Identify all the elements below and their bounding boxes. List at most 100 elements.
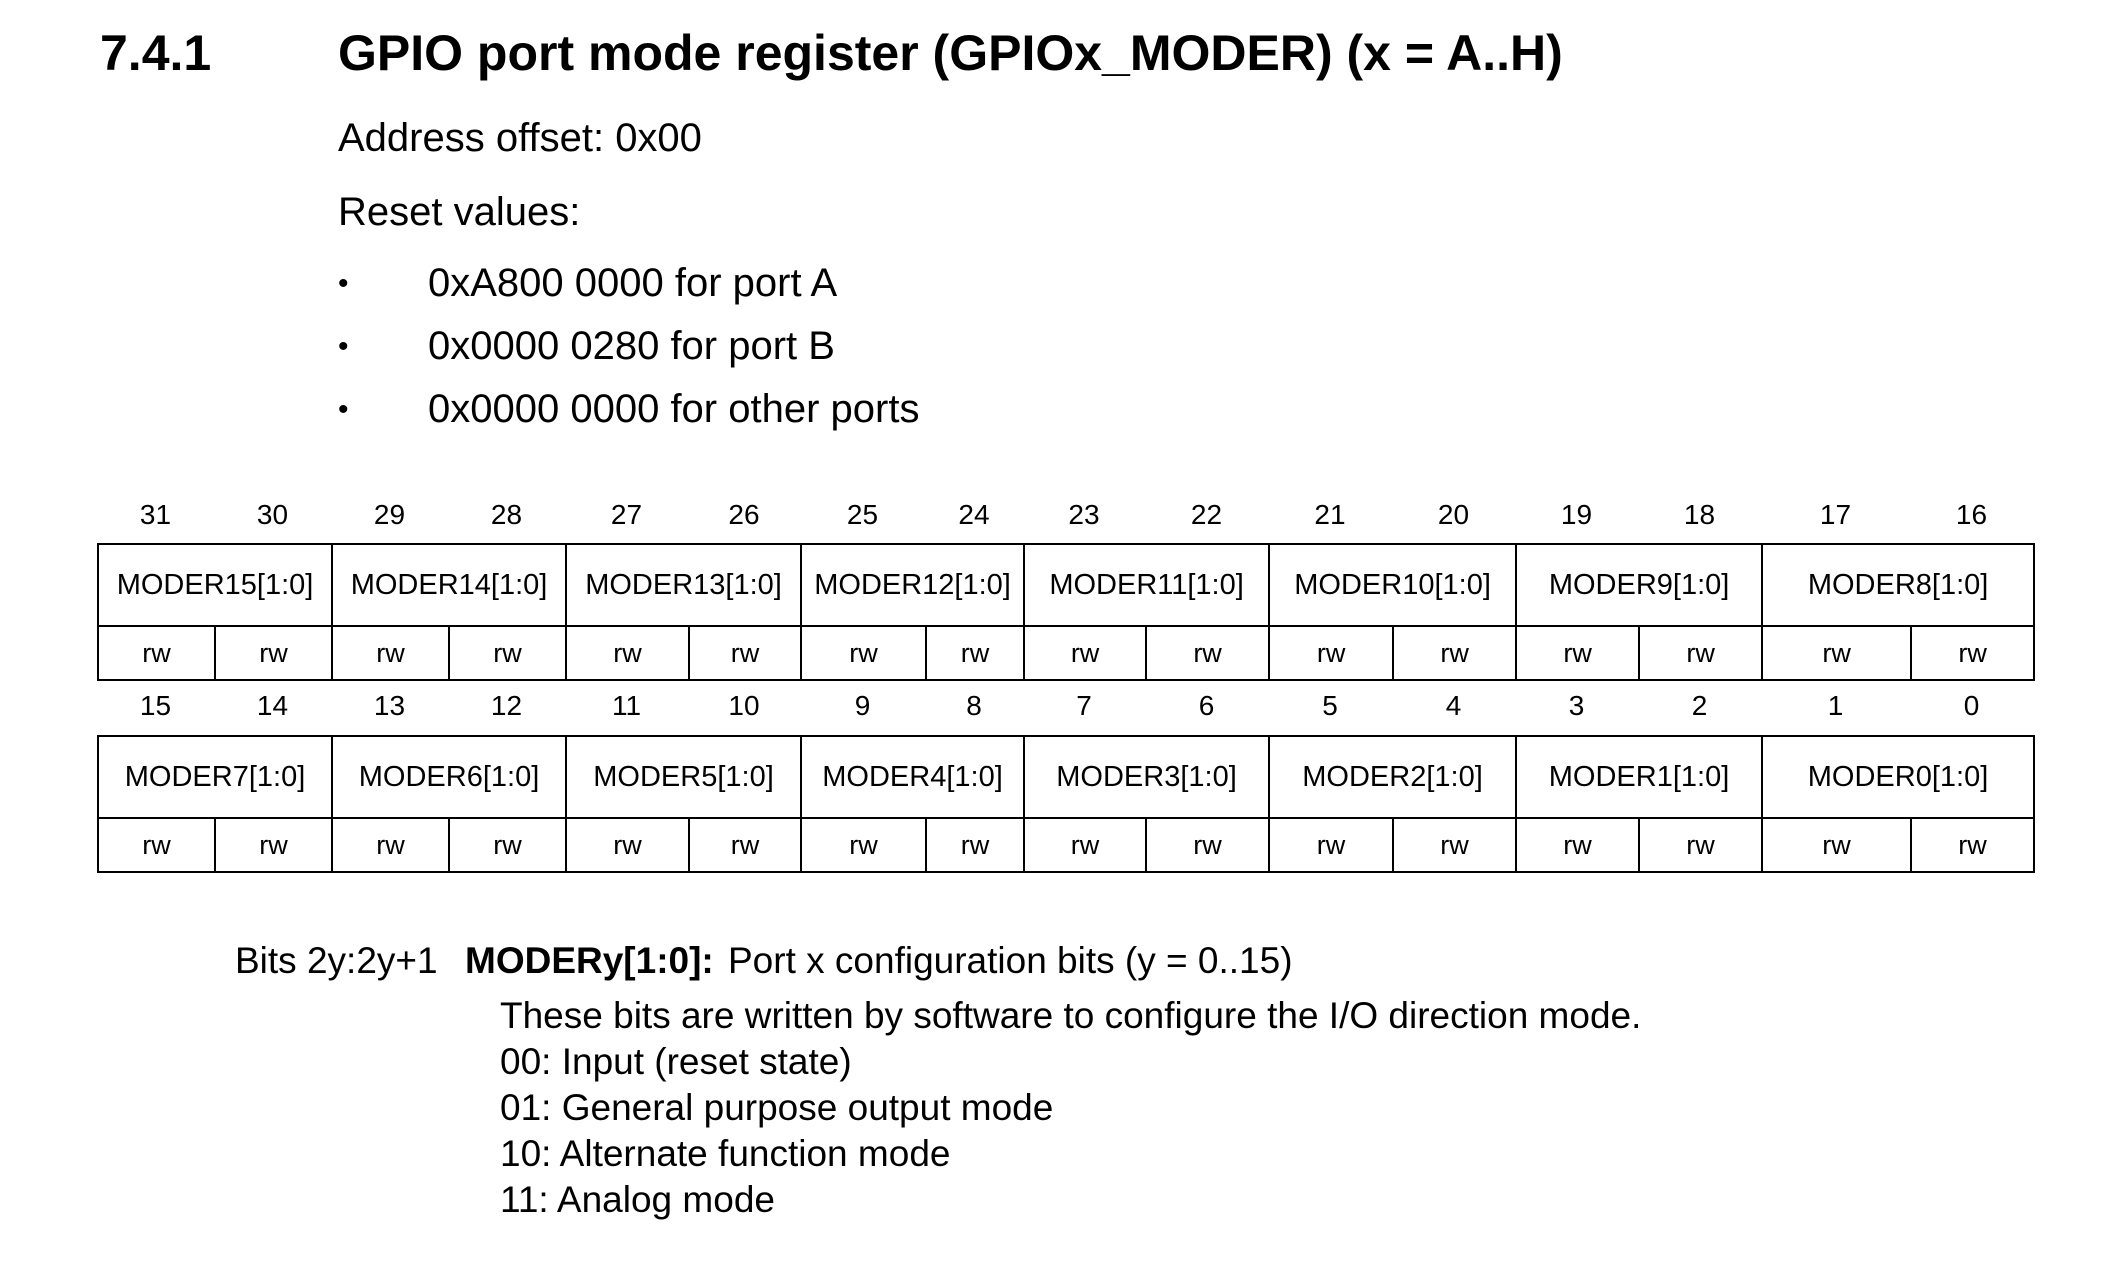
access-type: rw [1023, 817, 1147, 873]
register-field-row: MODER7[1:0]MODER6[1:0]MODER5[1:0]MODER4[… [97, 735, 2035, 819]
reset-value-text: 0x0000 0280 for port B [428, 324, 835, 368]
access-type: rw [1761, 625, 1913, 681]
register-field: MODER2[1:0] [1268, 735, 1517, 819]
register-field: MODER3[1:0] [1023, 735, 1270, 819]
bit-number: 28 [490, 499, 523, 530]
bit-number: 8 [966, 690, 982, 721]
bit-number: 21 [1314, 499, 1346, 530]
access-type: rw [688, 625, 803, 681]
register-field: MODER0[1:0] [1761, 735, 2035, 819]
register-table-lower: MODER7[1:0]MODER6[1:0]MODER5[1:0]MODER4[… [97, 735, 2035, 873]
reset-value-text: 0x0000 0000 for other ports [428, 387, 920, 431]
bit-number: 29 [373, 499, 406, 530]
bit-number: 20 [1437, 499, 1470, 530]
access-type: rw [1023, 625, 1148, 681]
access-type: rw [1392, 817, 1517, 873]
register-field: MODER1[1:0] [1515, 735, 1763, 819]
bit-number: 10 [728, 690, 760, 721]
bit-number: 12 [490, 690, 523, 721]
bullet-icon: • [338, 266, 349, 300]
register-field: MODER10[1:0] [1268, 543, 1518, 627]
access-type: rw [1638, 625, 1764, 681]
bit-number: 11 [611, 690, 642, 721]
access-type: rw [565, 625, 691, 681]
bit-number: 4 [1445, 690, 1462, 721]
description-field-name: MODERy[1:0]: [465, 940, 714, 981]
description-line: These bits are written by software to co… [500, 995, 1642, 1036]
bit-number: 0 [1963, 690, 1980, 721]
reset-value-item: • 0x0000 0280 for port B [338, 315, 919, 378]
access-type: rw [925, 625, 1026, 681]
bit-number: 22 [1190, 499, 1223, 530]
bit-number: 9 [854, 690, 871, 721]
access-type: rw [1515, 817, 1640, 873]
bit-number: 3 [1568, 690, 1585, 721]
access-type: rw [448, 625, 568, 681]
address-offset: Address offset: 0x00 [338, 116, 702, 160]
bit-number: 5 [1322, 690, 1338, 721]
bit-number: 18 [1683, 499, 1716, 530]
register-field: MODER9[1:0] [1515, 543, 1764, 627]
access-type: rw [331, 817, 450, 873]
register-field: MODER15[1:0] [96, 543, 334, 627]
bit-number: 30 [256, 499, 289, 530]
access-type: rw [331, 625, 451, 681]
section-title: GPIO port mode register (GPIOx_MODER) (x… [338, 25, 1563, 81]
description-line: 11: Analog mode [500, 1179, 775, 1220]
access-type: rw [1910, 817, 2035, 873]
register-field: MODER14[1:0] [331, 543, 568, 627]
register-field: MODER12[1:0] [800, 543, 1026, 627]
access-type: rw [1145, 817, 1270, 873]
access-type: rw [97, 625, 216, 681]
bit-number: 7 [1076, 690, 1092, 721]
access-type: rw [1145, 625, 1271, 681]
description-line: 00: Input (reset state) [500, 1041, 852, 1082]
description-line: 10: Alternate function mode [500, 1133, 951, 1174]
register-field: MODER13[1:0] [565, 543, 803, 627]
bit-number: 15 [139, 690, 172, 721]
description-lines: These bits are written by software to co… [500, 993, 1641, 1223]
reset-value-text: 0xA800 0000 for port A [428, 261, 838, 305]
description-summary: Port x configuration bits (y = 0..15) [728, 940, 1293, 981]
reset-value-item: • 0x0000 0000 for other ports [338, 378, 919, 441]
access-type: rw [1515, 625, 1641, 681]
access-type: rw [1638, 817, 1763, 873]
bit-number: 31 [139, 499, 172, 530]
reset-value-item: • 0xA800 0000 for port A [338, 252, 919, 315]
access-type: rw [214, 817, 333, 873]
register-field: MODER8[1:0] [1761, 543, 2036, 627]
register-field: MODER7[1:0] [97, 735, 333, 819]
access-type: rw [97, 817, 216, 873]
register-field: MODER11[1:0] [1023, 543, 1271, 627]
bit-number: 17 [1819, 499, 1852, 530]
bullet-icon: • [338, 329, 349, 363]
register-field: MODER4[1:0] [800, 735, 1025, 819]
bit-number: 23 [1068, 499, 1100, 530]
access-type: rw [1268, 817, 1394, 873]
access-type: rw [800, 625, 928, 681]
access-type: rw [688, 817, 802, 873]
register-field: MODER6[1:0] [331, 735, 567, 819]
reset-values-label: Reset values: [338, 190, 581, 234]
bit-number: 25 [846, 499, 879, 530]
bit-number: 16 [1955, 499, 1988, 530]
description-line: 01: General purpose output mode [500, 1087, 1054, 1128]
bullet-icon: • [338, 392, 349, 426]
reset-values-list: • 0xA800 0000 for port A • 0x0000 0280 f… [338, 252, 919, 441]
bit-number: 26 [728, 499, 760, 530]
access-type: rw [925, 817, 1025, 873]
access-type: rw [1268, 625, 1395, 681]
access-type: rw [1910, 625, 2036, 681]
access-type: rw [1761, 817, 1912, 873]
bit-number: 19 [1560, 499, 1593, 530]
bit-number: 2 [1691, 690, 1708, 721]
access-type: rw [565, 817, 690, 873]
bit-number: 24 [958, 499, 990, 530]
bit-number: 1 [1827, 690, 1844, 721]
register-table-upper: MODER15[1:0]MODER14[1:0]MODER13[1:0]MODE… [96, 543, 2036, 681]
access-type: rw [213, 625, 334, 681]
bit-number: 13 [373, 690, 406, 721]
